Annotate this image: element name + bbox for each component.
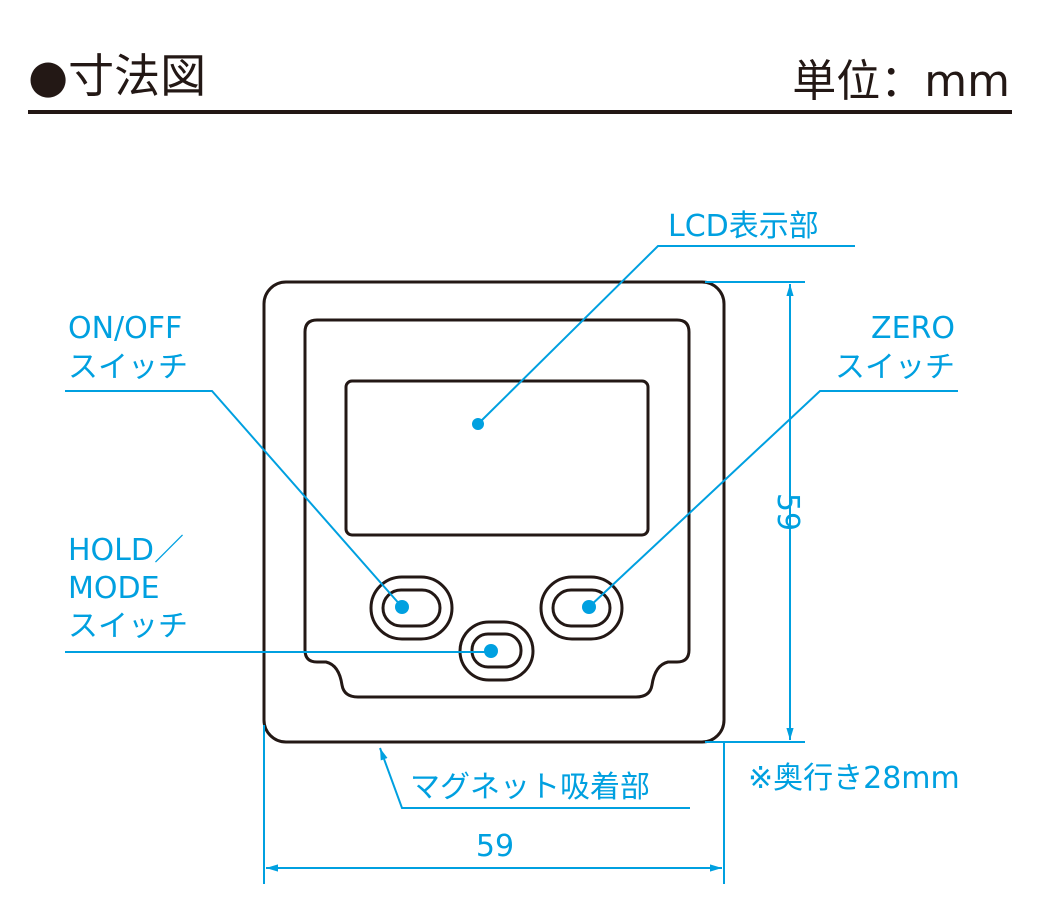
lcd-label: LCD表示部 — [668, 209, 819, 244]
on-off-switch — [369, 575, 454, 641]
width-value: 59 — [476, 829, 514, 864]
on-off-label-1: ON/OFF — [68, 311, 182, 346]
device-body — [262, 280, 726, 744]
height-value: 59 — [770, 493, 805, 531]
lcd-display — [344, 379, 650, 537]
page-title: ●寸法図 — [28, 49, 206, 103]
on-off-label-2: スイッチ — [68, 350, 188, 385]
hold-label-3: スイッチ — [68, 609, 188, 644]
magnet-label: マグネット吸着部 — [410, 770, 650, 805]
front-panel — [303, 318, 691, 699]
lcd-dot — [472, 418, 484, 430]
zero-switch — [539, 575, 624, 641]
magnet-leader-line — [379, 747, 690, 809]
hold-label-2: MODE — [68, 571, 160, 606]
lcd-leader-line — [477, 245, 855, 425]
depth-note: ※奥行き28mm — [748, 761, 960, 796]
on-off-dot — [395, 600, 409, 614]
zero-leader-line — [588, 390, 958, 608]
on-off-leader-line — [65, 390, 403, 608]
zero-dot — [582, 600, 596, 614]
header-rule — [28, 110, 1012, 114]
hold-label-1: HOLD／ — [68, 533, 184, 568]
zero-label-2: スイッチ — [835, 350, 955, 385]
hold-dot — [484, 644, 498, 658]
zero-label-1: ZERO — [871, 311, 955, 346]
unit-label: 単位：mm — [792, 56, 1010, 107]
